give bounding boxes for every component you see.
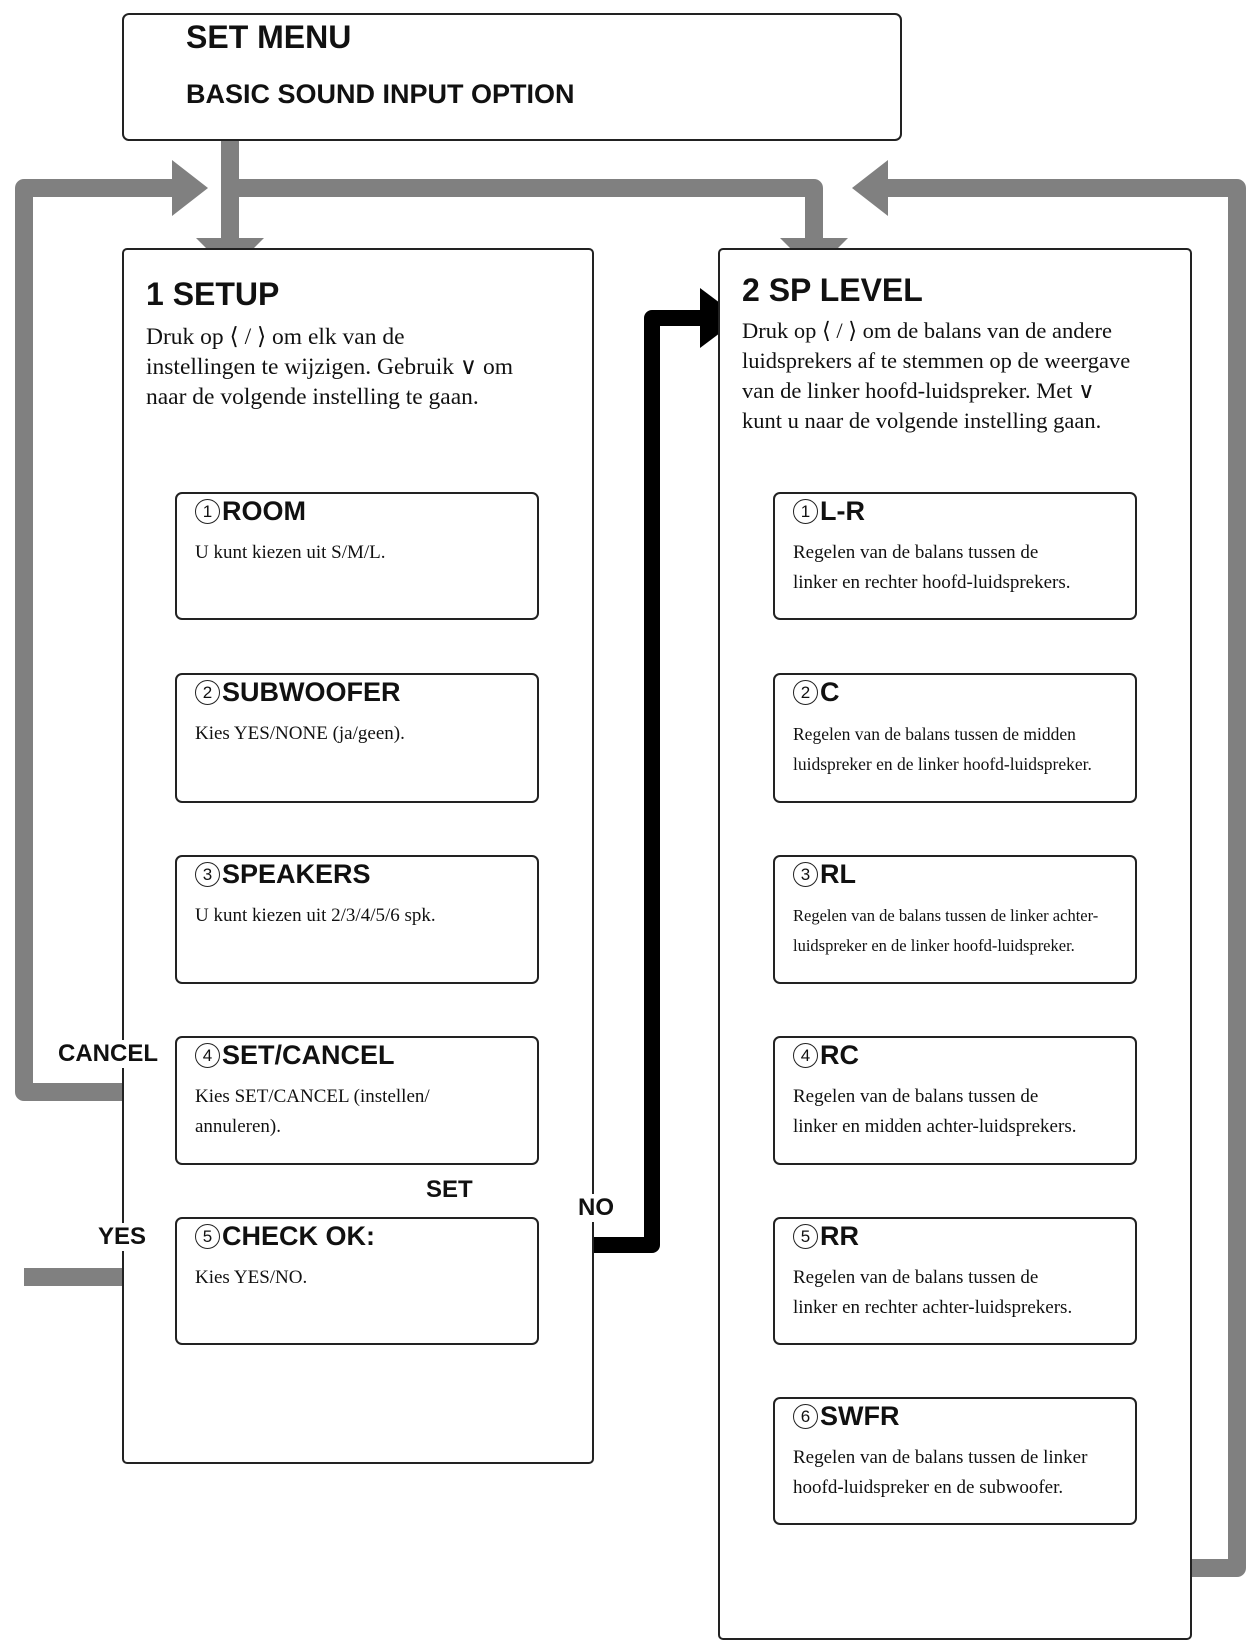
setup-description: Druk op ⟨ / ⟩ om elk van de instellingen… xyxy=(146,324,514,410)
step-text: Kies SET/CANCEL (instellen/ annuleren). xyxy=(195,1086,430,1137)
set-menu-box: SET MENU BASIC SOUND INPUT OPTION xyxy=(122,13,902,141)
step-number-icon: 2 xyxy=(793,680,818,705)
set-label: SET xyxy=(424,1176,475,1204)
step-number-icon: 3 xyxy=(793,862,818,887)
sp-level-title: 2 SP LEVEL xyxy=(742,272,923,308)
step-title: C xyxy=(820,677,840,707)
step-text: Regelen van de balans tussen de linker e… xyxy=(793,542,1071,593)
step-title: SWFR xyxy=(820,1401,900,1431)
step-number-icon: 6 xyxy=(793,1404,818,1429)
cancel-label: CANCEL xyxy=(56,1040,160,1068)
step-title: ROOM xyxy=(222,496,306,526)
step-number-icon: 2 xyxy=(195,680,220,705)
step-title: L-R xyxy=(820,496,865,526)
step-text: Regelen van de balans tussen de linker h… xyxy=(793,1447,1088,1498)
step-number-icon: 5 xyxy=(793,1224,818,1249)
yes-label: YES xyxy=(96,1223,149,1251)
step-text: Regelen van de balans tussen de linker e… xyxy=(793,1267,1073,1318)
step-number-icon: 5 xyxy=(195,1224,220,1249)
step-number-icon: 4 xyxy=(195,1043,220,1068)
no-path-line xyxy=(538,310,702,1253)
step-number-icon: 1 xyxy=(195,499,220,524)
step-title: CHECK OK: xyxy=(222,1221,375,1251)
set-menu-title: SET MENU xyxy=(186,19,352,55)
step-title: SET/CANCEL xyxy=(222,1040,395,1070)
step-text: Kies YES/NONE (ja/geen). xyxy=(195,723,405,744)
menu-to-splevel-line xyxy=(230,179,823,238)
step-number-icon: 3 xyxy=(195,862,220,887)
step-number-icon: 1 xyxy=(793,499,818,524)
step-text: Kies YES/NO. xyxy=(195,1267,308,1288)
step-text: Regelen van de balans tussen de linker a… xyxy=(793,906,1099,955)
arrowhead-left-loop xyxy=(172,160,208,216)
step-number-icon: 4 xyxy=(793,1043,818,1068)
step-title: SPEAKERS xyxy=(222,859,371,889)
no-label: NO xyxy=(576,1194,616,1222)
step-title: RL xyxy=(820,859,856,889)
step-text: Regelen van de balans tussen de midden l… xyxy=(793,724,1092,774)
sp-level-description: Druk op ⟨ / ⟩ om de balans van de andere… xyxy=(742,318,1131,433)
setup-title: 1 SETUP xyxy=(146,276,280,312)
set-menu-subtitle: BASIC SOUND INPUT OPTION xyxy=(186,79,575,109)
step-title: SUBWOOFER xyxy=(222,677,401,707)
arrowhead-right-loop xyxy=(852,160,888,216)
step-title: RC xyxy=(820,1040,859,1070)
return-loop-line xyxy=(15,179,175,1101)
step-text: Regelen van de balans tussen de linker e… xyxy=(793,1086,1077,1137)
step-text: U kunt kiezen uit 2/3/4/5/6 spk. xyxy=(195,905,436,926)
step-text: U kunt kiezen uit S/M/L. xyxy=(195,542,386,563)
step-title: RR xyxy=(820,1221,859,1251)
